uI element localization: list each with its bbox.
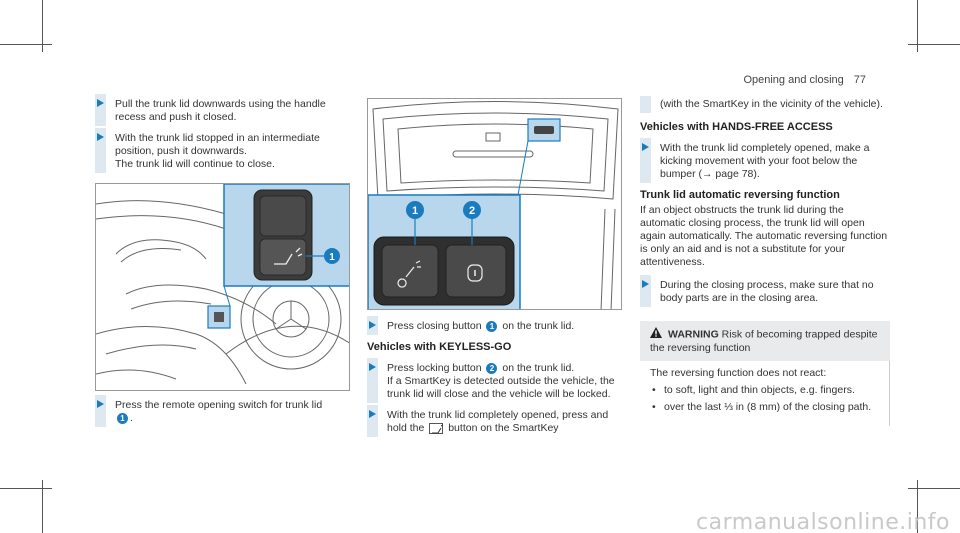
crop-mark [908, 488, 960, 489]
step-text-part: Press the remote opening switch for trun… [115, 399, 323, 411]
section-heading: Vehicles with KEYLESS-GO [367, 341, 512, 353]
trunk-button-icon [429, 422, 444, 434]
section-heading: Trunk lid automatic reversing function [640, 189, 840, 201]
callout-number: 1 [412, 205, 418, 217]
figure-remote-opening-switch: 1 [95, 183, 350, 391]
step-text: With the trunk lid completely opened, pr… [387, 409, 622, 435]
step-text: The trunk lid will continue to close. [115, 158, 275, 170]
door-panel-illustration: 1 [96, 184, 349, 385]
step: During the closing process, make sure th… [640, 275, 890, 307]
step-arrow-icon [97, 99, 104, 107]
section-heading: Vehicles with HANDS-FREE ACCESS [640, 121, 833, 133]
warning-label: WARNING [668, 328, 719, 341]
watermark: carmanualsonline.info [696, 510, 950, 533]
crop-mark [42, 0, 43, 52]
warning-list: to soft, light and thin objects, e.g. fi… [650, 384, 879, 414]
closing-button [381, 244, 439, 298]
step-text: During the closing process, make sure th… [660, 279, 874, 304]
warning-title: Risk of becoming trapped despite the rev… [650, 328, 878, 354]
column-1: Pull the trunk lid downwards using the h… [95, 94, 350, 433]
step-arrow-icon [369, 321, 376, 329]
trunk-lid-illustration: 1 2 [368, 101, 619, 309]
step-text-part: on the trunk lid. [502, 362, 575, 374]
lock-icon [467, 264, 483, 282]
warning-body: The reversing function does not react: t… [640, 361, 890, 426]
step-text-part: Press locking button [387, 362, 482, 374]
page-header: Opening and closing 77 [743, 74, 866, 87]
column-3: (with the SmartKey in the vicinity of th… [640, 96, 890, 426]
crop-mark [917, 480, 918, 533]
step-text-part: With the trunk lid completely opened, pr… [387, 409, 609, 434]
step-text: With the trunk lid stopped in an interme… [115, 132, 320, 157]
step-continuation: (with the SmartKey in the vicinity of th… [640, 96, 890, 113]
step-text: (with the SmartKey in the vicinity of th… [660, 98, 883, 110]
callout-marker [463, 201, 481, 219]
step-text: Press the remote opening switch for trun… [115, 399, 323, 424]
list-item: to soft, light and thin objects, e.g. fi… [650, 384, 879, 397]
step-arrow-icon [369, 363, 376, 371]
warning-box: WARNING Risk of becoming trapped despite… [640, 321, 890, 426]
step-text: With the trunk lid completely opened, ma… [660, 142, 870, 180]
step-arrow-icon [642, 143, 649, 151]
callout-marker [406, 201, 424, 219]
locking-button [445, 244, 507, 298]
page-number: 77 [853, 74, 866, 86]
trunk-open-icon [274, 247, 303, 265]
step-arrow-icon [642, 280, 649, 288]
step-arrow-icon [97, 400, 104, 408]
step: Press the remote opening switch for trun… [95, 395, 350, 427]
step-text: Press closing button 1 on the trunk lid. [387, 320, 622, 333]
crop-mark [0, 488, 52, 489]
callout-number: 1 [329, 252, 335, 263]
step-arrow-icon [97, 133, 104, 141]
crop-mark [917, 0, 918, 52]
crop-mark [908, 44, 960, 45]
warning-header: WARNING Risk of becoming trapped despite… [640, 321, 890, 361]
crop-mark [42, 480, 43, 533]
step: Press locking button 2 on the trunk lid.… [367, 358, 622, 403]
close-trunk-icon [397, 260, 421, 288]
callout-number: 2 [469, 205, 475, 217]
section-title: Opening and closing [743, 74, 844, 86]
figure-trunk-lid-buttons: 1 2 [367, 98, 622, 310]
step: With the trunk lid stopped in an interme… [95, 128, 350, 173]
step: Pull the trunk lid downwards using the h… [95, 94, 350, 126]
callout-number: 1 [117, 412, 128, 424]
paragraph: If an object obstructs the trunk lid dur… [640, 204, 888, 268]
list-item: over the last ⅓ in (8 mm) of the closing… [650, 401, 879, 414]
step: With the trunk lid completely opened, pr… [367, 405, 622, 437]
callout-number: 1 [486, 320, 498, 332]
callout-marker [324, 248, 340, 264]
step-text: If a SmartKey is detected outside the ve… [387, 375, 615, 400]
step-text-part: button on the SmartKey [448, 422, 559, 434]
step: With the trunk lid completely opened, ma… [640, 138, 890, 183]
warning-triangle-icon [650, 327, 662, 342]
crop-mark [0, 44, 52, 45]
step-arrow-icon [369, 410, 376, 418]
step-text: Pull the trunk lid downwards using the h… [115, 98, 326, 123]
step: Press closing button 1 on the trunk lid. [367, 316, 622, 335]
warning-intro: The reversing function does not react: [650, 367, 827, 379]
step-text: Press locking button 2 on the trunk lid. [387, 362, 622, 375]
step-text-part: on the trunk lid. [502, 320, 575, 332]
callout-number: 2 [486, 362, 498, 374]
column-2: 1 2 Press closing button 1 on the trunk … [367, 98, 622, 443]
trunk-switch [259, 238, 307, 276]
step-text-part: Press closing button [387, 320, 482, 332]
